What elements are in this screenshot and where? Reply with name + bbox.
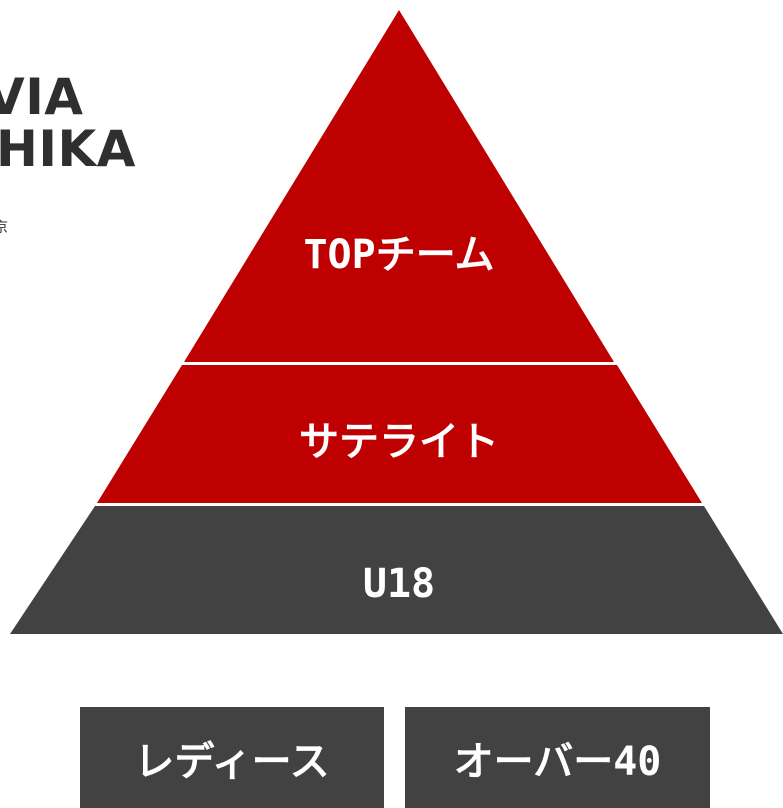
tier-label-satellite: サテライト (299, 419, 499, 465)
logo-text-line-2: HIKA (0, 120, 136, 178)
pyramid-tier-satellite (97, 365, 702, 503)
tier-label-u18: U18 (363, 561, 435, 607)
pyramid-tier-top-team (184, 10, 614, 362)
team-pyramid: TOPチーム サテライト U18 (10, 10, 783, 634)
pyramid-tier-u18 (10, 506, 783, 634)
logo-text-line-1: VIA (0, 68, 84, 126)
category-label-over-40: オーバー40 (453, 738, 662, 785)
tier-label-top-team: TOPチーム (303, 232, 494, 278)
category-box-over-40: オーバー40 (405, 707, 710, 808)
category-box-ladies: レディース (80, 707, 384, 808)
category-label-ladies: レディース (134, 738, 330, 785)
logo-subtext: 京 (0, 220, 8, 236)
